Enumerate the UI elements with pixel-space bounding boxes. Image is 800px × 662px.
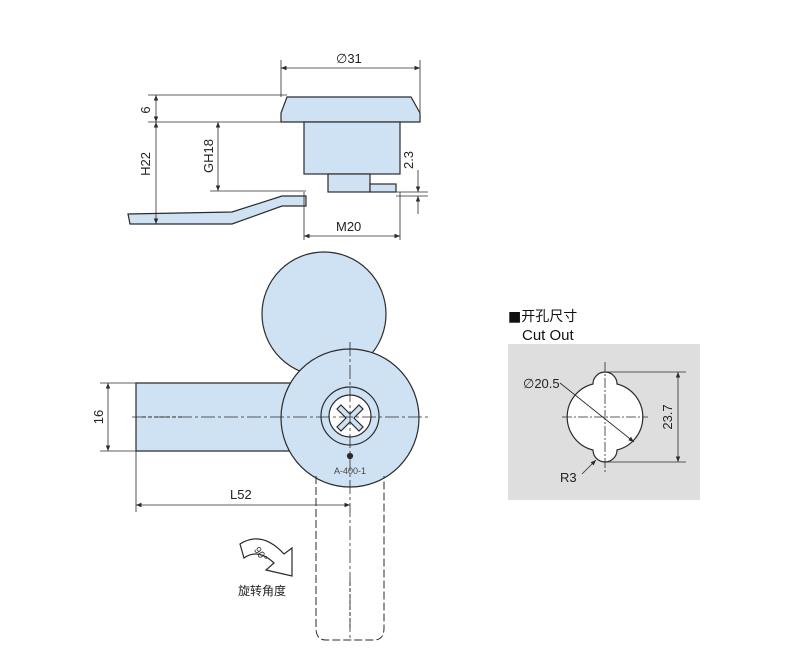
cutout-dim-height: 23.7	[660, 404, 675, 429]
dim-diameter-top: ∅31	[336, 51, 362, 66]
rotation-arrow-icon: 90°	[239, 538, 293, 577]
cutout-dim-radius: R3	[560, 470, 577, 485]
front-dimension-labels: 16 L52 A-400-1	[91, 410, 366, 502]
dim-grip: GH18	[201, 139, 216, 173]
cam-lever-side	[127, 195, 307, 225]
collar-side	[327, 173, 371, 193]
dim-height-cap: 6	[138, 106, 153, 113]
cap-side	[280, 96, 421, 123]
front-dimensions	[100, 382, 350, 512]
rotation-caption: 旋转角度	[238, 583, 286, 598]
body-side	[303, 121, 401, 175]
side-dimensions	[148, 60, 428, 240]
dim-cam-width: 16	[91, 410, 106, 424]
cutout-title-cn: ■开孔尺寸	[508, 309, 577, 325]
rotated-cam-phantom	[315, 476, 385, 641]
engraving-text: A-400-1	[334, 466, 366, 476]
front-view	[135, 251, 420, 488]
cutout-dimensions	[559, 362, 686, 475]
dim-length: L52	[230, 487, 252, 502]
cutout-dim-diameter: ∅20.5	[523, 376, 560, 391]
dim-total-height: H22	[138, 152, 153, 176]
side-dimension-labels: ∅31 6 H22 GH18 2.3 M20	[138, 51, 416, 234]
dim-cam-offset: 2.3	[401, 151, 416, 169]
cutout-title-en: Cut Out	[522, 327, 575, 344]
dim-thread: M20	[336, 219, 361, 234]
nub-side	[369, 183, 397, 193]
cutout-dimension-labels: ∅20.5 23.7 R3	[523, 376, 675, 485]
side-view	[127, 96, 421, 225]
